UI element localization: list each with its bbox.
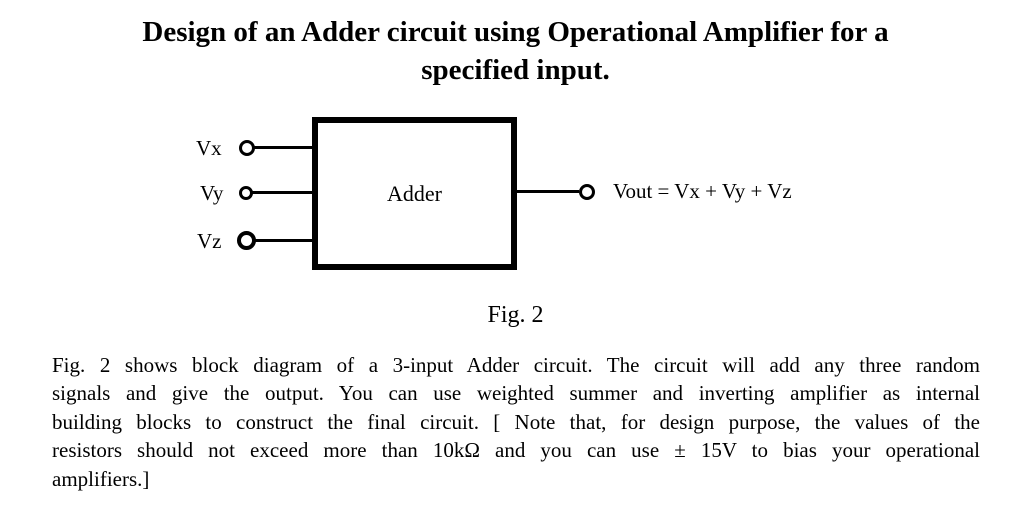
page-title-line-2: specified input. — [421, 54, 610, 86]
paragraph-line: building blocks to construct the final c… — [52, 409, 980, 434]
page-title-line-1: Design of an Adder circuit using Operati… — [142, 16, 889, 48]
page-title: Design of an Adder circuit using Operati… — [0, 13, 1031, 89]
paragraph-line: amplifiers.] — [52, 466, 150, 491]
paragraph-line: resistors should not exceed more than 10… — [52, 438, 980, 463]
paragraph-line: signals and give the output. You can use… — [52, 381, 980, 406]
input-wire-vy — [252, 191, 318, 194]
input-label-vz: Vz — [197, 229, 222, 253]
paragraph-line: Fig. 2 shows block diagram of a 3-input … — [52, 353, 980, 377]
adder-block: Adder — [312, 117, 517, 270]
output-wire — [517, 190, 579, 193]
output-equation-label: Vout = Vx + Vy + Vz — [613, 179, 792, 203]
figure-caption: Fig. 2 — [487, 302, 544, 328]
body-paragraph: Fig. 2 shows block diagram of a 3-input … — [52, 351, 980, 493]
input-terminal-circle-vz — [237, 231, 256, 250]
input-wire-vz — [255, 239, 322, 242]
input-terminal-circle-vx — [239, 140, 255, 156]
input-wire-vx — [254, 146, 318, 149]
output-terminal-circle — [579, 184, 595, 200]
input-label-vx: Vx — [196, 136, 222, 160]
input-terminal-circle-vy — [239, 186, 253, 200]
adder-block-label: Adder — [387, 180, 442, 206]
input-label-vy: Vy — [200, 181, 224, 205]
